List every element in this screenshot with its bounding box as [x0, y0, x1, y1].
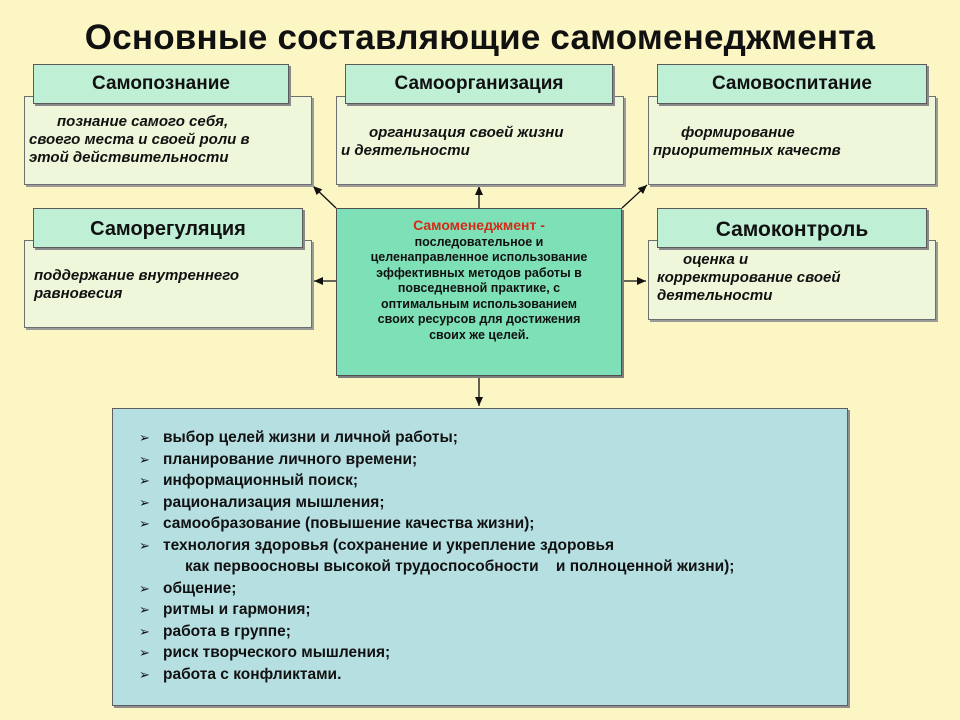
- samoorganizaciya-text-line: организация своей жизни: [369, 124, 564, 141]
- arrow-bullet-icon: ➢: [139, 451, 150, 467]
- list-item: ➢ самообразование (повышение качества жиз…: [139, 513, 847, 535]
- list-item-text: планирование личного времени;: [163, 450, 418, 468]
- samokontrol-description-box: оценка и корректирование своей деятельно…: [648, 240, 936, 320]
- arrow-bullet-icon: ➢: [139, 645, 150, 660]
- list-item: ➢ рационализация мышления;: [139, 492, 847, 514]
- list-item-continuation: как первоосновы высокой трудоспособности…: [139, 556, 847, 578]
- center-definition-line: оптимальным использованием: [380, 296, 577, 311]
- samopoznanie-text-line: своего места и своей роли в: [29, 131, 250, 148]
- samovospitanie-heading-box: Самовоспитание: [657, 64, 927, 104]
- samopoznanie-description-box: познание самого себя, своего места и сво…: [24, 96, 312, 185]
- list-item-text: работа с конфликтами.: [163, 665, 342, 683]
- center-term-dash: -: [536, 217, 545, 233]
- samokontrol-heading: Самоконтроль: [715, 218, 869, 241]
- arrow-to-samovospitanie: [621, 184, 648, 209]
- page-title: Основные составляющие самоменеджмента: [84, 18, 876, 57]
- arrow-to-samopoznanie: [312, 185, 337, 209]
- samoregulyaciya-heading: Саморегуляция: [90, 218, 246, 240]
- arrow-bullet-icon: ➢: [139, 602, 150, 617]
- arrow-bullet-icon: ➢: [139, 666, 150, 682]
- arrow-bullet-icon: ➢: [139, 516, 150, 531]
- samoregulyaciya-text-line: равновесия: [34, 285, 123, 302]
- samovospitanie-heading: Самовоспитание: [711, 73, 873, 94]
- arrow-bullet-icon: ➢: [139, 623, 150, 639]
- samovospitanie-text-line: формирование: [681, 124, 795, 141]
- samokontrol-heading-box: Самоконтроль: [657, 208, 927, 248]
- samoregulyaciya-description-box: поддержание внутреннего равновесия: [24, 240, 312, 328]
- center-definition-box: Самоменеджмент - последовательное и целе…: [336, 208, 622, 376]
- list-item-text: информационный поиск;: [163, 472, 359, 489]
- center-definition-line: эффективных методов работы в: [376, 265, 582, 280]
- arrow-bullet-icon: ➢: [139, 473, 150, 488]
- list-item: ➢ ритмы и гармония;: [139, 599, 847, 621]
- arrow-bullet-icon: ➢: [139, 430, 150, 445]
- samoregulyaciya-heading-box: Саморегуляция: [33, 208, 303, 248]
- list-item: ➢ работа с конфликтами.: [139, 664, 847, 686]
- center-definition-line: целенаправленное использование: [370, 250, 588, 264]
- samovospitanie-text-line: приоритетных качеств: [653, 142, 841, 159]
- samoorganizaciya-heading: Самоорганизация: [394, 73, 564, 94]
- list-item: ➢ планирование личного времени;: [139, 449, 847, 471]
- samokontrol-text-line: корректирование своей: [657, 269, 841, 286]
- samoorganizaciya-text-line: и деятельности: [341, 142, 470, 159]
- list-item: ➢ выбор целей жизни и личной работы;: [139, 427, 847, 449]
- arrow-bullet-icon: ➢: [139, 580, 150, 596]
- list-item-text: риск творческого мышления;: [163, 644, 391, 661]
- list-item-text: работа в группе;: [163, 622, 291, 640]
- samopoznanie-text-line: этой действительности: [29, 149, 229, 166]
- samopoznanie-text-line: познание самого себя,: [57, 113, 229, 130]
- samoregulyaciya-text-line: поддержание внутреннего: [34, 267, 240, 284]
- center-definition-line: последовательное и: [414, 234, 544, 249]
- samovospitanie-description-box: формирование приоритетных качеств: [648, 96, 936, 185]
- samokontrol-text-line: оценка и: [683, 251, 749, 268]
- samokontrol-text-line: деятельности: [657, 287, 773, 304]
- list-item: ➢ технология здоровья (сохранение и укреп…: [139, 535, 847, 557]
- center-definition-line: повседневной практике, с: [397, 281, 561, 295]
- center-term: Самоменеджмент: [413, 217, 537, 233]
- center-definition-line: своих ресурсов для достижения: [377, 312, 581, 326]
- list-item: ➢ общение;: [139, 578, 847, 600]
- samoorganizaciya-heading-box: Самоорганизация: [345, 64, 613, 104]
- list-item-text: самообразование (повышение качества жизн…: [163, 515, 535, 532]
- list-item-text: общение;: [163, 579, 237, 597]
- list-item: ➢ работа в группе;: [139, 621, 847, 643]
- list-item-text: как первоосновы высокой трудоспособности…: [185, 558, 735, 575]
- list-item-text: выбор целей жизни и личной работы;: [163, 429, 458, 446]
- list-item: ➢ риск творческого мышления;: [139, 642, 847, 664]
- samoorganizaciya-description-box: организация своей жизни и деятельности: [336, 96, 624, 185]
- list-item: ➢ информационный поиск;: [139, 470, 847, 492]
- samopoznanie-heading-box: Самопознание: [33, 64, 289, 104]
- center-definition-line: своих же целей.: [429, 327, 529, 342]
- list-item-text: рационализация мышления;: [163, 493, 385, 511]
- arrow-bullet-icon: ➢: [139, 494, 150, 510]
- arrow-bullet-icon: ➢: [139, 537, 150, 553]
- list-item-text: технология здоровья (сохранение и укрепл…: [163, 536, 615, 554]
- list-item-text: ритмы и гармония;: [163, 601, 311, 618]
- methods-list-box: ➢ выбор целей жизни и личной работы; ➢ пла…: [112, 408, 848, 706]
- samopoznanie-heading: Самопознание: [92, 73, 230, 94]
